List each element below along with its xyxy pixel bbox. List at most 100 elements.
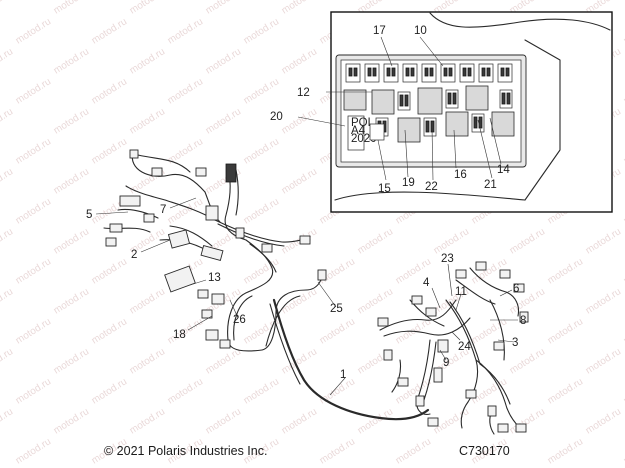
watermark-text: motod.ru — [128, 46, 167, 76]
callout-22: 22 — [425, 181, 438, 193]
harness-connector — [397, 377, 409, 387]
fuse-slot — [364, 63, 380, 83]
watermark-text: motod.ru — [52, 106, 91, 136]
copyright-notice: © 2021 Polaris Industries Inc. — [104, 444, 268, 458]
callout-15: 15 — [378, 183, 391, 195]
figure-id: C730170 — [459, 444, 510, 458]
watermark-text: motod.ru — [242, 16, 281, 46]
harness-connector — [143, 213, 155, 223]
harness-connector — [299, 235, 311, 245]
callout-2: 2 — [131, 249, 137, 261]
fuse-blade — [500, 67, 505, 77]
fuse-blade — [505, 67, 510, 77]
watermark-text: motod.ru — [584, 286, 623, 316]
fuse-blade — [473, 116, 478, 129]
watermark-text: motod.ru — [52, 46, 91, 76]
watermark-text: motod.ru — [90, 136, 129, 166]
watermark-text: motod.ru — [14, 436, 53, 466]
fuse-blade — [372, 67, 377, 77]
fuse-box-label-plate — [347, 115, 365, 151]
watermark-text: motod.ru — [242, 76, 281, 106]
callout-26: 26 — [233, 314, 246, 326]
wire-harness: 5 2 7 13 18 26 25 1 4 23 11 6 8 24 3 9 — [86, 149, 529, 435]
watermark-text: motod.ru — [242, 196, 281, 226]
watermark-text: motod.ru — [318, 376, 357, 406]
callout-17: 17 — [373, 25, 386, 37]
callout-7: 7 — [160, 204, 166, 216]
watermark-text: motod.ru — [546, 436, 585, 466]
watermark-text: motod.ru — [204, 0, 243, 17]
callout-6: 6 — [513, 283, 519, 295]
watermark-text: motod.ru — [280, 106, 319, 136]
fuse-slot — [421, 63, 437, 83]
relay — [397, 117, 421, 143]
watermark-text: motod.ru — [166, 16, 205, 46]
fuse-blade — [430, 120, 435, 133]
callout-23: 23 — [441, 253, 454, 265]
watermark-text: motod.ru — [280, 166, 319, 196]
callout-16: 16 — [454, 169, 467, 181]
watermark-text: motod.ru — [14, 376, 53, 406]
harness-connector — [195, 167, 207, 177]
connector — [200, 245, 224, 261]
watermark-text: motod.ru — [52, 166, 91, 196]
watermark-text: motod.ru — [204, 346, 243, 376]
fuse-blade — [367, 67, 372, 77]
watermark-text: motod.ru — [280, 46, 319, 76]
fuse-block — [164, 265, 196, 293]
watermark-text: motod.ru — [14, 76, 53, 106]
fuse-blade — [481, 67, 486, 77]
harness-connector — [219, 339, 231, 349]
callout-18: 18 — [173, 329, 186, 341]
watermark-text: motod.ru — [280, 406, 319, 436]
harness-connector — [201, 309, 213, 319]
watermark-text: motod.ru — [394, 436, 433, 466]
watermark-text: motod.ru — [0, 346, 15, 376]
watermark-text: motod.ru — [0, 286, 15, 316]
callout-25: 25 — [330, 303, 343, 315]
fuse-blade — [391, 67, 396, 77]
harness-connector — [261, 243, 273, 253]
connector-block — [167, 229, 191, 249]
fuse-slot — [497, 63, 513, 83]
fuse-blade — [399, 94, 404, 107]
watermark-text: motod.ru — [52, 406, 91, 436]
fuse-blade — [353, 67, 358, 77]
callout-11: 11 — [455, 286, 467, 298]
connector — [205, 205, 219, 221]
harness-connector — [499, 269, 511, 279]
callout-24: 24 — [458, 341, 471, 353]
connector — [437, 339, 449, 353]
callout-9: 9 — [443, 357, 449, 369]
watermark-text: motod.ru — [204, 46, 243, 76]
relay — [417, 87, 443, 115]
watermark-text: motod.ru — [14, 16, 53, 46]
fuse-slot — [402, 63, 418, 83]
watermark-text: motod.ru — [166, 196, 205, 226]
fuse-blade — [410, 67, 415, 77]
fuse-blade — [486, 67, 491, 77]
fuse-slot — [478, 63, 494, 83]
harness-connector — [109, 223, 123, 233]
relay — [445, 111, 469, 137]
harness-connector — [377, 317, 389, 327]
watermark-text: motod.ru — [90, 256, 129, 286]
watermark-text: motod.ru — [280, 226, 319, 256]
watermark-text: motod.ru — [546, 256, 585, 286]
fuse-slot — [383, 63, 399, 83]
harness-connector — [197, 289, 209, 299]
watermark-text: motod.ru — [90, 76, 129, 106]
harness-connector — [427, 417, 439, 427]
harness-connector — [519, 311, 529, 323]
sensor — [225, 163, 237, 183]
watermark-text: motod.ru — [242, 136, 281, 166]
callout-4: 4 — [423, 277, 430, 289]
watermark-text: motod.ru — [584, 226, 623, 256]
watermark-text: motod.ru — [584, 346, 623, 376]
fuse-blade — [447, 92, 452, 105]
harness-connector — [415, 395, 425, 407]
watermark-text: motod.ru — [14, 136, 53, 166]
fuse-blade — [448, 67, 453, 77]
fuse-blade — [424, 67, 429, 77]
